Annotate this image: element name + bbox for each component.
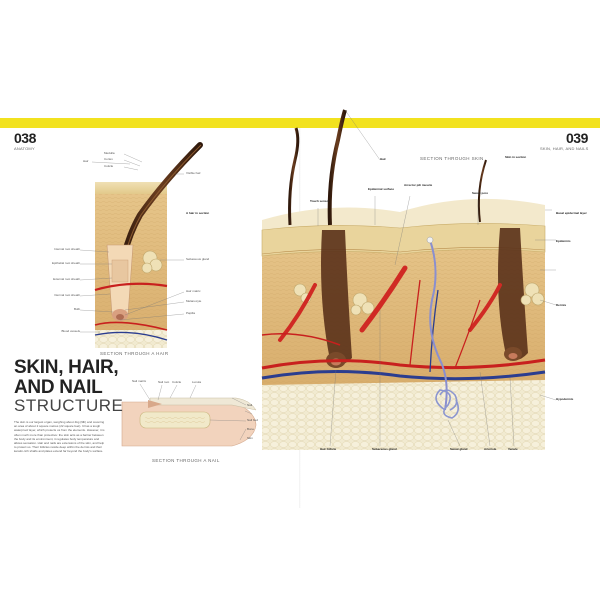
label-arrector-pili: Arrector pili muscle [404,183,433,187]
page-title-line2: AND NAIL [14,377,103,398]
label-hair: Hair [83,159,89,163]
label-skin-sebaceous-gland: Sebaceous gland [372,447,397,451]
label-skin-hair: Hair [380,157,386,161]
label-bulb: Bulb [73,307,80,311]
left-page-section: ANATOMY [14,146,35,151]
label-epidermal-surface: Epidermal surface [368,187,395,191]
hair-section-diagram [79,142,203,348]
label-papilla: Papilla [186,311,196,315]
label-skin-in-section: Skin in section [505,155,527,159]
nail-section-caption: SECTION THROUGH A NAIL [152,458,220,463]
label-sebaceous-gland-hair: Sebaceous gland [186,257,210,261]
label-nail-bed: Nail bed [247,418,259,422]
label-hair-follicle: Hair follicle [320,447,337,451]
nail-section-diagram [121,383,257,447]
skin-section-diagram [261,109,557,450]
label-visible-hair: Visible hair [186,171,201,175]
label-cortex: Cortex [104,157,113,161]
label-hypodermis: Hypodermis [556,397,574,401]
page-title-line1: SKIN, HAIR, [14,357,119,378]
label-skin: Skin [247,436,253,440]
label-arteriole: Arteriole [484,447,497,451]
label-internal-root-sheath: Internal root sheath [54,247,80,251]
label-medulla: Medulla [104,151,115,155]
skin-section-caption: SECTION THROUGH SKIN [420,156,484,161]
label-nail-root: Nail root [158,380,170,384]
label-epidermis: Epidermis [556,239,571,243]
right-page-number: 039 [566,130,588,146]
page-title-line3: STRUCTURE [14,396,124,415]
label-epithelial-root-sheath: Epithelial root sheath [51,261,80,265]
label-nail-cuticle: Cuticle [172,380,182,384]
label-external-root-sheath: External root sheath [53,277,80,281]
label-nail-matrix: Nail matrix [132,379,147,383]
label-basal-epidermal-layer: Basal epidermal layer [556,211,587,215]
label-sweat-gland: Sweat gland [450,447,468,451]
label-sweat-pore: Sweat pore [472,191,489,195]
label-venule: Venule [508,447,518,451]
label-cuticle: Cuticle [104,164,114,168]
label-hair-matrix: Hair matrix [186,289,201,293]
right-page-section: SKIN, HAIR, AND NAILS [540,146,589,151]
label-hair-in-section: A hair in section [186,211,210,215]
accent-bar [0,118,600,128]
label-melanocyte: Melanocyte [186,299,202,303]
label-touch-sensor: Touch sensor [310,199,330,203]
left-page-number: 038 [14,130,36,146]
label-dermis: Dermis [556,303,567,307]
label-lunula: Lunula [192,380,202,384]
intro-paragraph: The skin is our largest organ, weighing … [14,420,105,454]
hair-section-caption: SECTION THROUGH A HAIR [100,351,169,356]
label-dermal-root-sheath: Dermal root sheath [54,293,80,297]
label-blood-vessels: Blood vessels [61,329,80,333]
label-nail: Nail [247,403,253,407]
label-bone: Bone [247,427,255,431]
